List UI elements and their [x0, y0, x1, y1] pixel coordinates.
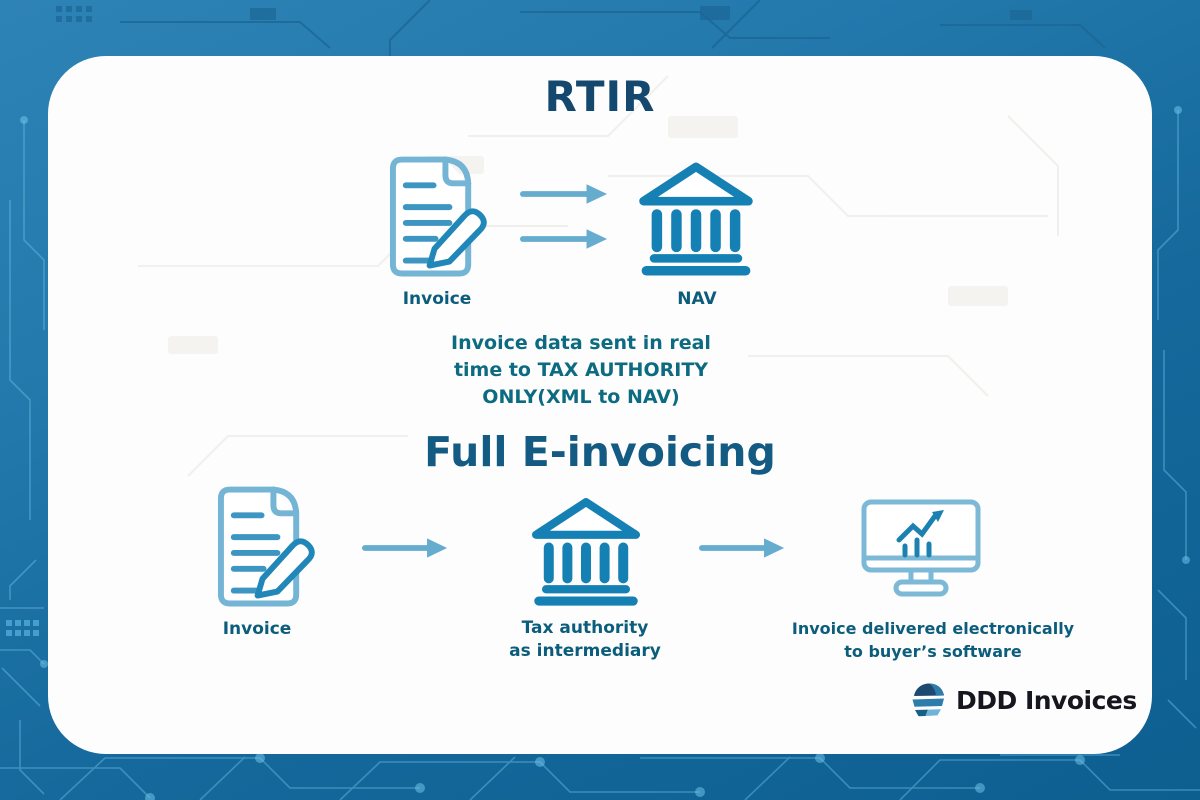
brand-logo: DDD Invoices [908, 680, 1137, 720]
rtir-description-line2: time to TAX AUTHORITY [453, 359, 709, 381]
invoice-label: Invoice [222, 619, 292, 639]
tax-authority-label-line2: as intermediary [509, 641, 661, 661]
bank-icon [527, 487, 645, 608]
brand-logo-text: DDD Invoices [956, 685, 1137, 715]
arrow-right-icon [520, 181, 610, 207]
rtir-description-line1: Invoice data sent in real [451, 332, 711, 354]
destination-label-line1: Invoice delivered electronically [791, 619, 1075, 638]
rtir-description: Invoice data sent in real time to TAX AU… [421, 330, 741, 411]
invoice-icon [214, 482, 318, 614]
arrow-right-icon [362, 535, 450, 561]
rtir-section-title: RTIR [544, 72, 656, 121]
bank-icon [634, 151, 758, 278]
destination-label: Invoice delivered electronically to buye… [773, 617, 1093, 663]
content-card [48, 56, 1152, 754]
arrow-right-icon [520, 226, 610, 252]
ddd-logo-icon [912, 683, 944, 717]
tax-authority-label-line1: Tax authority [521, 618, 649, 638]
nav-label: NAV [677, 289, 717, 309]
full-einvoicing-section-title: Full E-invoicing [424, 428, 776, 476]
tax-authority-label: Tax authority as intermediary [500, 617, 670, 663]
invoice-label: Invoice [402, 289, 472, 309]
arrow-right-icon [699, 535, 787, 561]
invoice-icon [386, 152, 490, 284]
destination-label-line2: to buyer’s software [844, 642, 1022, 661]
monitor-chart-icon [861, 499, 981, 597]
rtir-description-line3: ONLY(XML to NAV) [482, 386, 680, 408]
